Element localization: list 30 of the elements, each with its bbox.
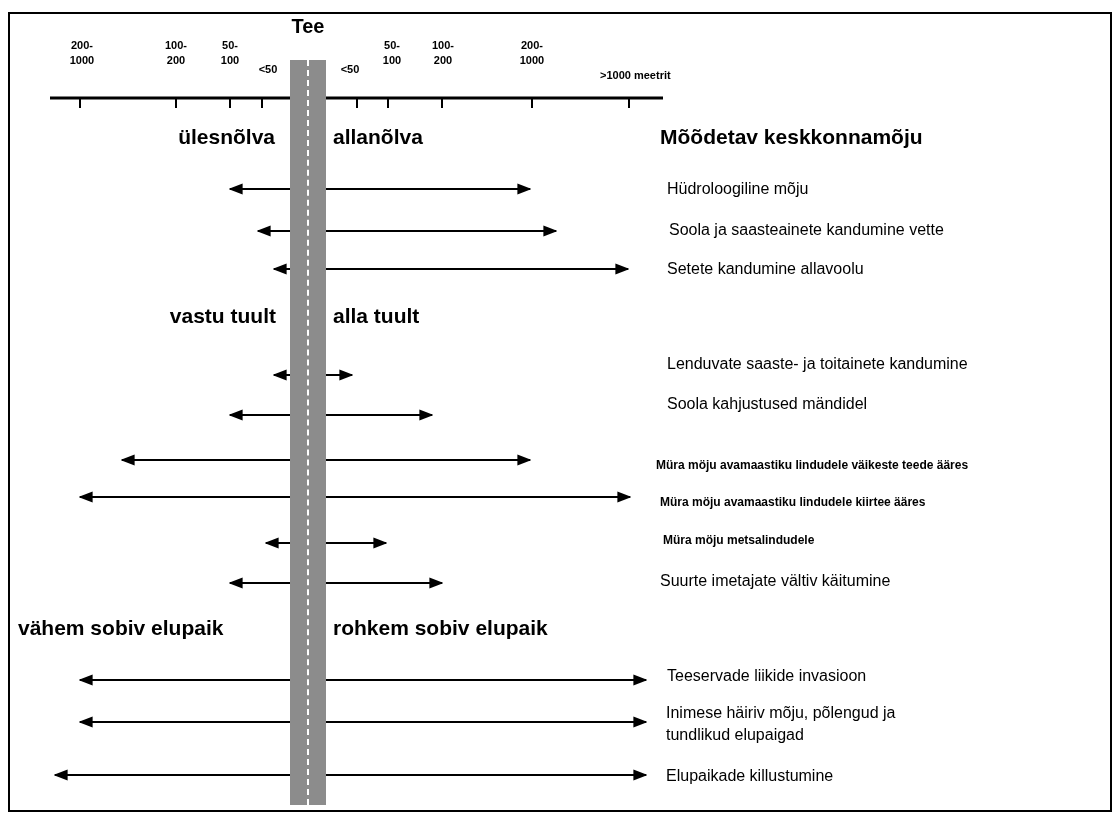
side-label: rohkem sobiv elupaik	[333, 615, 548, 641]
scale-label: 50- 100	[219, 38, 241, 68]
side-label: alla tuult	[333, 303, 420, 329]
impact-label: Teeservade liikide invasioon	[667, 666, 867, 686]
side-label: vähem sobiv elupaik	[18, 615, 224, 641]
side-label: ülesnõlva	[177, 124, 275, 150]
scale-label: 100- 200	[164, 38, 188, 68]
impact-label: Lenduvate saaste- ja toitainete kandumine	[667, 354, 968, 374]
scale-label: 200- 1000	[518, 38, 546, 68]
impact-label: Suurte imetajate vältiv käitumine	[660, 571, 891, 591]
scale-label: 50- 100	[381, 38, 403, 68]
impact-label: Setete kandumine allavoolu	[667, 259, 864, 279]
impact-label: Hüdroloogiline mõju	[667, 179, 809, 199]
impact-label: Müra möju metsalindudele	[663, 532, 815, 548]
scale-label: 200- 1000	[68, 38, 96, 68]
scale-label: <50	[339, 62, 361, 77]
road-band	[290, 60, 326, 805]
scale-label: >1000 meetrit	[600, 68, 671, 83]
scale-label: 100- 200	[431, 38, 455, 68]
road-label: Tee	[290, 14, 326, 38]
column-heading: Mõõdetav keskkonnamõju	[660, 124, 923, 150]
impact-label: Müra möju avamaastiku lindudele kiirtee ääres	[660, 494, 926, 510]
impact-label: Soola kahjustused mändidel	[667, 394, 868, 414]
side-label: vastu tuult	[168, 303, 276, 329]
impact-label: Soola ja saasteainete kandumine vette	[669, 220, 944, 240]
impact-label: Inimese häiriv mõju, põlengud ja tundlikud elupaigad	[666, 703, 897, 745]
side-label: allanõlva	[333, 124, 423, 150]
scale-label: <50	[257, 62, 279, 77]
impact-label: Müra möju avamaastiku lindudele väikeste teede ääres	[656, 457, 969, 473]
impact-label: Elupaikade killustumine	[666, 766, 834, 786]
